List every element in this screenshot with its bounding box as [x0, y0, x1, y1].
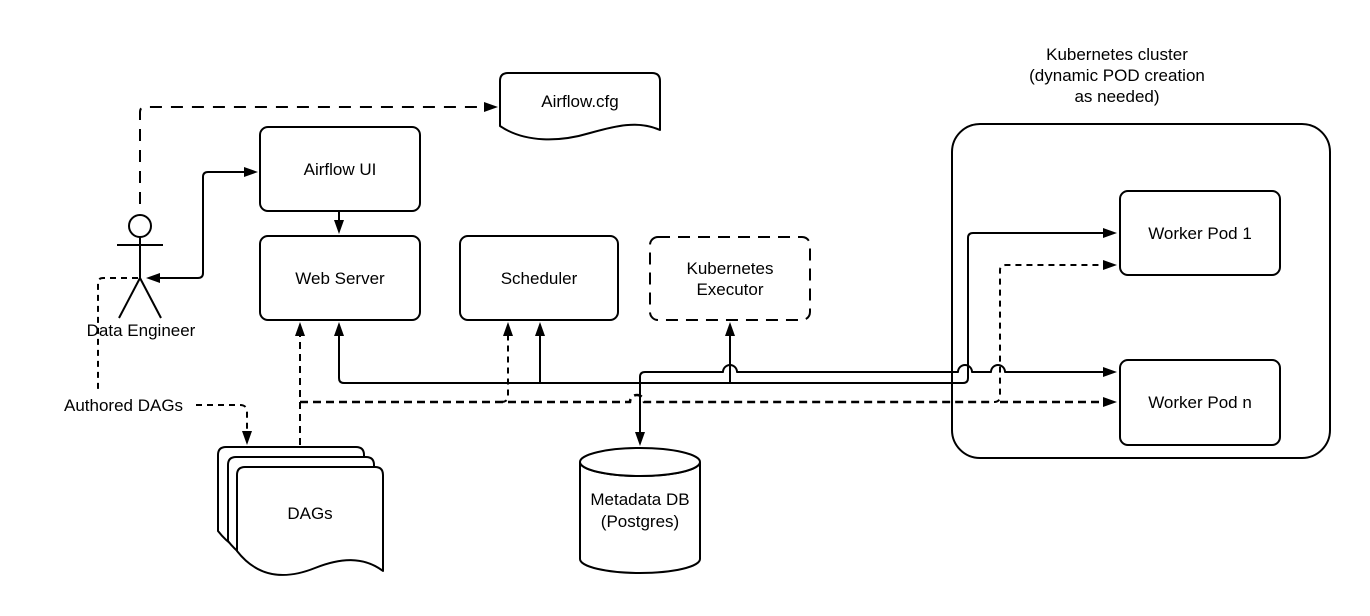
edge-dashed-bus [300, 393, 994, 404]
worker-pod-n-box[interactable] [1119, 359, 1281, 446]
edge-solid-bus-webserver-pod1 [338, 232, 1103, 384]
edge-bus-worker-pod-n [639, 364, 1103, 382]
edge-engineer-airflow-ui [160, 171, 244, 279]
authored-dags-label: Authored DAGs [64, 395, 184, 415]
arrow-into-airflow-ui [244, 167, 258, 177]
worker-pod-1-label: Worker Pod 1 [1148, 223, 1252, 243]
arrow-into-web-server-dashed [295, 322, 305, 336]
arrow-into-airflow-cfg [484, 102, 498, 112]
arrow-into-podn-solid [1103, 367, 1117, 377]
web-server-box[interactable] [259, 235, 421, 321]
dags-sheet-front [236, 466, 384, 576]
arrow-into-executor [725, 322, 735, 336]
kubernetes-executor-box[interactable] [649, 236, 811, 321]
dags-label: DAGs [287, 503, 333, 523]
arrowheads [146, 102, 1117, 446]
airflow-cfg-label: Airflow.cfg [541, 91, 619, 111]
edge-authored-dags-dags [196, 404, 248, 431]
kubernetes-cluster-title: Kubernetes cluster (dynamic POD creation… [1029, 44, 1205, 106]
arrow-into-pod1-solid [1103, 228, 1117, 238]
arrow-into-web-server-solid [334, 322, 344, 336]
data-engineer-label: Data Engineer [86, 320, 196, 340]
airflow-ui-label: Airflow UI [303, 159, 377, 179]
metadata-db-label: Metadata DB (Postgres) [590, 490, 690, 531]
arrow-into-scheduler-solid [535, 322, 545, 336]
airflow-cfg-document-shape[interactable] [499, 72, 661, 141]
kubernetes-executor-label: Kubernetes Executor [686, 258, 774, 299]
actor-leg-left [118, 277, 141, 319]
edge-engineer-airflow-cfg [139, 106, 484, 204]
arrow-into-data-engineer [146, 273, 160, 283]
cylinder-top [579, 447, 701, 477]
edge-engineer-authored-dags [97, 277, 138, 392]
arrow-into-web-server-top [334, 220, 344, 234]
actor-leg-right [139, 277, 162, 319]
arrow-into-dags [242, 431, 252, 445]
scheduler-box[interactable] [459, 235, 619, 321]
data-engineer-actor[interactable] [117, 214, 163, 319]
kubernetes-cluster-container[interactable] [951, 123, 1331, 459]
dags-document-stack[interactable] [217, 446, 384, 576]
edge-dashed-bus-scheduler [500, 336, 509, 403]
arrow-into-pod1-dashed [1103, 260, 1117, 270]
worker-pod-n-label: Worker Pod n [1148, 393, 1252, 412]
arrow-into-podn-dashed [1103, 397, 1117, 407]
metadata-db-cylinder[interactable] [579, 447, 701, 574]
web-server-label: Web Server [295, 268, 385, 288]
scheduler-label: Scheduler [500, 268, 578, 288]
worker-pod-1-box[interactable] [1119, 190, 1281, 276]
arrow-into-metadata-db [635, 432, 645, 446]
arrow-into-scheduler-dashed [503, 322, 513, 336]
actor-head [128, 214, 152, 238]
edge-dashed-bus-worker-pod-1 [993, 264, 1103, 403]
